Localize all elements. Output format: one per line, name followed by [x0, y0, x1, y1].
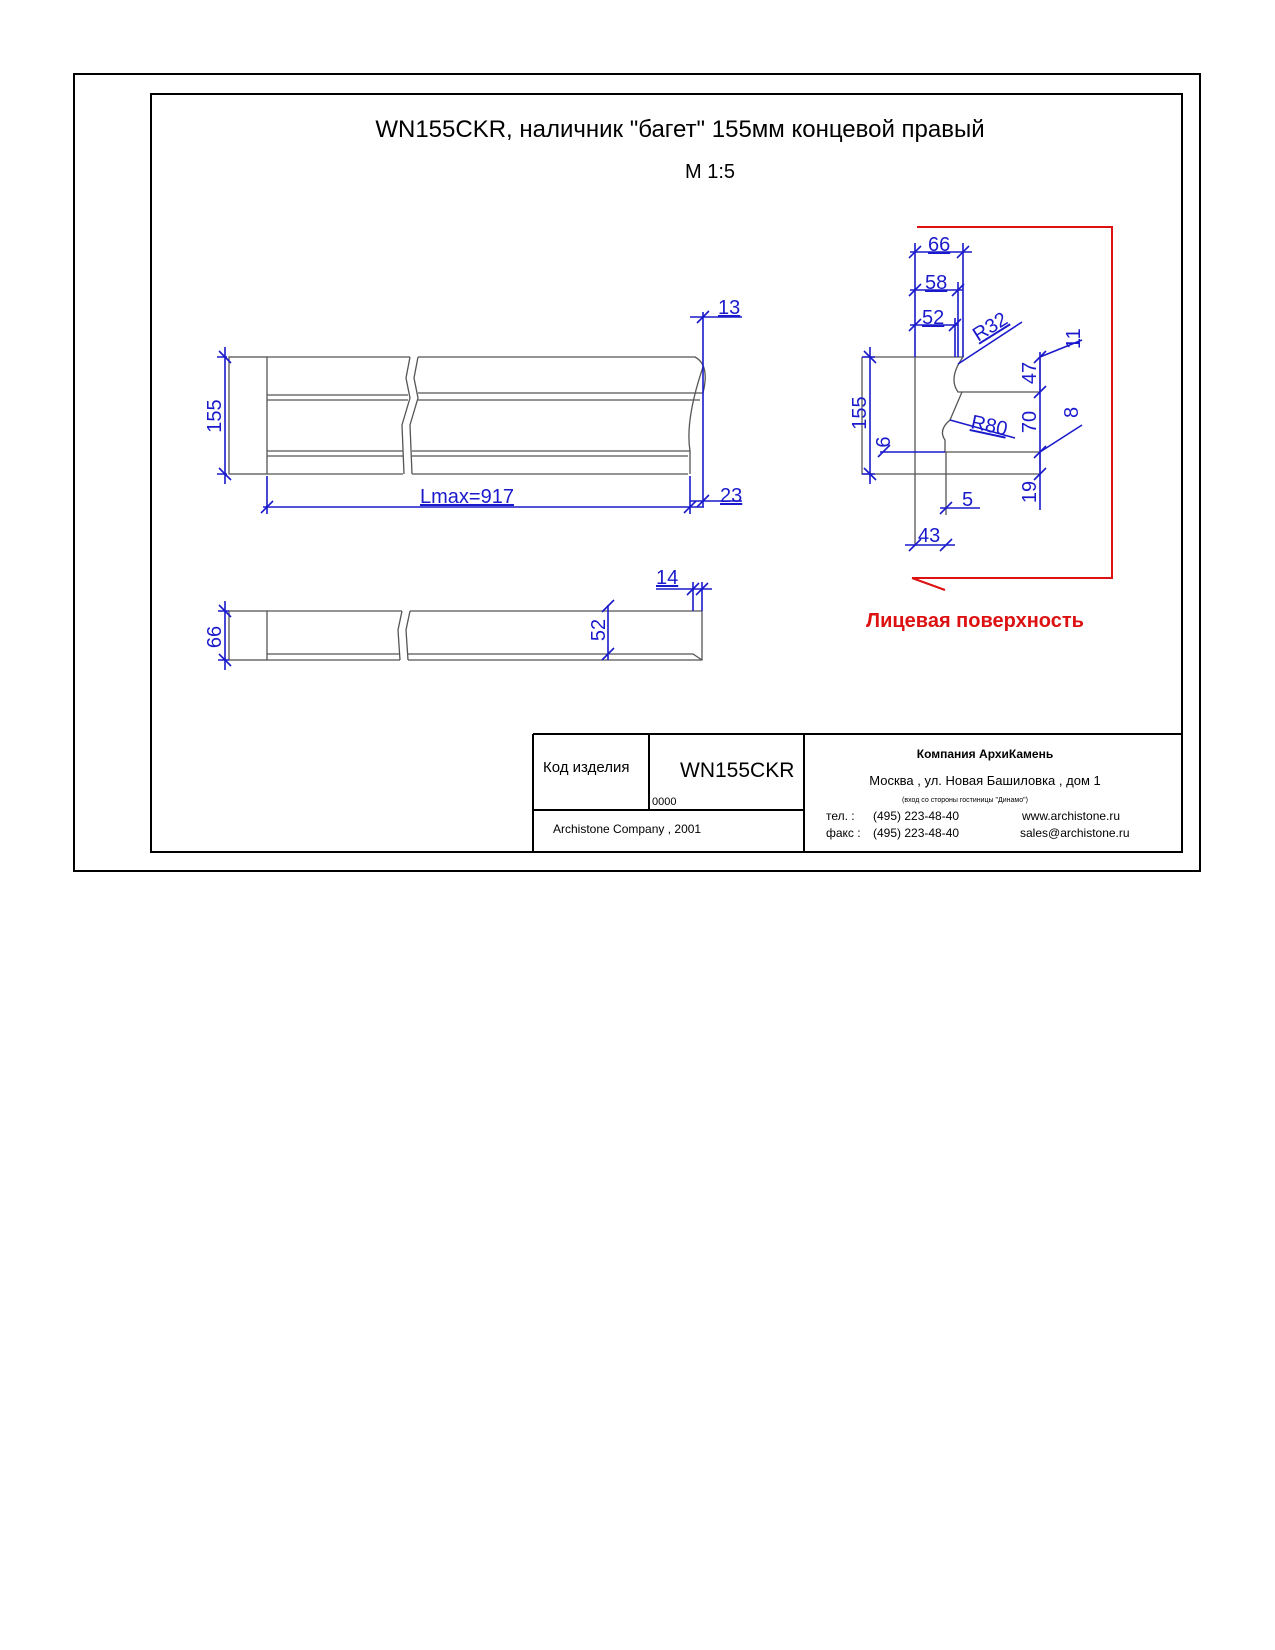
- front-view: 155 Lmax=917 13 23: [204, 297, 742, 514]
- dim-66-ticks: [218, 604, 232, 667]
- dim-52-top-label: 52: [588, 619, 610, 641]
- dim-13-label: 13: [718, 297, 740, 319]
- front-end-block: [228, 356, 268, 475]
- dim-offsets-lines: [690, 312, 742, 507]
- dim-19-label: 19: [1019, 481, 1041, 503]
- dim-6-label: 6: [873, 436, 895, 447]
- dim-r32-leader: [957, 321, 1023, 365]
- drawing-title: WN155CKR, наличник "багет" 155мм концево…: [375, 116, 984, 143]
- face-marker-bracket: [912, 226, 1113, 579]
- code-value: WN155CKR: [680, 759, 794, 782]
- break-line-2: [409, 356, 419, 475]
- dim-23-label: 23: [720, 485, 742, 507]
- dim-66-section-label: 66: [928, 234, 950, 256]
- dim-length-label: Lmax=917: [420, 486, 514, 508]
- dim-8-leader: [1039, 424, 1083, 453]
- dim-8-label: 8: [1061, 407, 1083, 418]
- tel-label: тел. :: [826, 809, 855, 823]
- face-label: Лицевая поверхность: [866, 610, 1084, 632]
- top-end-block: [228, 610, 268, 661]
- dim-widths-ext: [914, 243, 964, 357]
- dim-70-label: 70: [1019, 411, 1041, 433]
- dim-155-section-line: [862, 347, 875, 484]
- dim-14-ticks: [686, 582, 709, 596]
- dim-11-label: 11: [1063, 328, 1085, 349]
- section-aux-lines: [914, 357, 947, 545]
- fax-label: факс :: [826, 826, 861, 840]
- front-end-profile: [688, 366, 704, 474]
- dim-length-ticks: [260, 500, 697, 514]
- inner-frame: [150, 93, 1183, 853]
- dim-widths-lines: [910, 251, 972, 326]
- top-left-lines: [267, 610, 402, 661]
- section-view: Лицевая поверхность 66 58 52 R32 11 155 …: [849, 226, 1113, 632]
- face-marker-tick: [911, 577, 946, 591]
- dim-58-section-label: 58: [925, 272, 947, 294]
- company-address: Москва , ул. Новая Башиловка , дом 1: [869, 773, 1100, 788]
- dim-r80-leader: [949, 419, 1016, 439]
- tel-number: (495) 223-48-40: [873, 809, 959, 823]
- dim-5-tick: [939, 501, 953, 515]
- title-block-grid: [532, 733, 1182, 852]
- dim-43-ticks: [908, 538, 953, 552]
- dim-52-top-ticks: [601, 599, 615, 661]
- dim-11-leader: [1039, 339, 1083, 358]
- fax-number: (495) 223-48-40: [873, 826, 959, 840]
- address-note: (вход со стороны гостиницы "Динамо"): [902, 797, 1028, 804]
- dim-5-label: 5: [962, 489, 973, 511]
- website-text: www.archistone.ru: [1021, 809, 1120, 823]
- top-right-lines: [408, 610, 703, 661]
- dim-offsets-ticks: [696, 310, 710, 508]
- outer-frame: [73, 73, 1201, 872]
- email-text: sales@archistone.ru: [1020, 826, 1130, 840]
- dim-66-line: [218, 601, 229, 670]
- code-label: Код изделия: [543, 759, 629, 776]
- dim-widths-ticks: [908, 245, 970, 332]
- copyright-text: Archistone Company , 2001: [553, 822, 701, 836]
- dim-chain-ticks: [1033, 350, 1047, 481]
- dim-52-section-label: 52: [922, 307, 944, 329]
- break-line-1: [401, 356, 411, 475]
- drawing-scale: М 1:5: [685, 161, 735, 183]
- top-view: 66 52 14: [204, 567, 712, 670]
- front-right-lines: [412, 356, 706, 475]
- top-break-lines: [397, 610, 411, 661]
- title-block: Код изделия WN155CKR 0000 Archistone Com…: [532, 733, 1182, 852]
- section-profile: [861, 356, 1041, 475]
- dim-66-top-label: 66: [204, 626, 226, 648]
- dim-47-label: 47: [1019, 362, 1041, 384]
- dim-155-section-ticks: [863, 350, 877, 481]
- dim-155-section-label: 155: [849, 396, 871, 429]
- dim-6-tick: [877, 444, 891, 458]
- company-name: Компания АрхиКамень: [917, 747, 1053, 761]
- dim-r80-label: R80: [969, 411, 1009, 440]
- code-sub: 0000: [652, 796, 676, 808]
- front-left-lines: [267, 356, 410, 475]
- dim-r32-label: R32: [969, 308, 1012, 346]
- dim-155-label: 155: [204, 399, 226, 432]
- dim-14-label: 14: [656, 567, 678, 589]
- dim-43-label: 43: [918, 525, 940, 547]
- dim-155-ticks: [218, 350, 232, 481]
